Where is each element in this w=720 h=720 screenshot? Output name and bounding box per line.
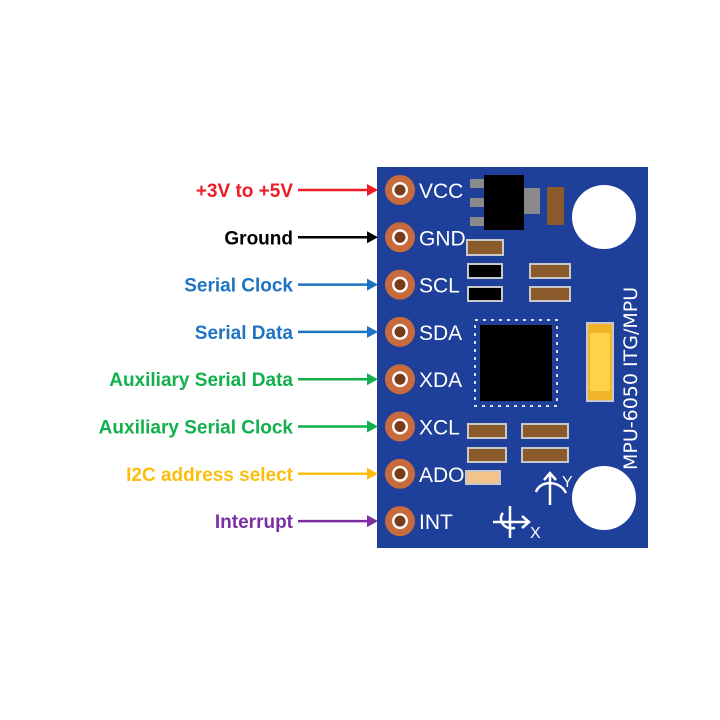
axis-x-icon [493,506,531,538]
arrow-head-ado [367,467,378,480]
pin-label-scl: Serial Clock [184,276,293,297]
pin-label-sda: Serial Data [195,323,294,344]
pin-label-ado: I2C address select [126,465,294,486]
pin-hole-ado [394,468,406,480]
pin-hole-gnd [394,231,406,243]
pin-name-int: INT [419,511,453,534]
mounting-hole-bottom [572,466,636,530]
axis-y-label: Y [562,474,573,491]
axis-y-icon [534,471,568,505]
pin-label-vcc: +3V to +5V [196,181,293,202]
smd-components [465,239,571,485]
mounting-hole-top [572,185,636,249]
arrow-head-int [367,515,378,528]
board-title: MPU-6050 ITG/MPU [620,287,642,470]
arrow-head-vcc [367,184,378,196]
pin-hole-int [394,515,406,527]
pin-hole-xcl [394,421,406,432]
pin-hole-xda [394,373,406,385]
voltage-regulator [470,175,540,230]
pin-label-xda: Auxiliary Serial Data [109,370,293,391]
pin-name-xda: XDA [419,369,462,392]
arrow-head-gnd [367,231,378,244]
arrow-head-xda [367,373,378,386]
arrow-head-xcl [367,420,378,433]
pin-name-vcc: VCC [419,180,463,203]
mpu-chip [474,319,558,407]
pin-hole-vcc [394,184,406,196]
pin-name-scl: SCL [419,275,460,298]
pin-label-gnd: Ground [224,228,293,249]
pin-hole-scl [394,279,406,291]
pin-name-xcl: XCL [419,417,460,440]
pin-name-ado: ADO [419,464,465,487]
capacitor [547,187,564,225]
pin-name-sda: SDA [419,322,462,345]
pin-label-int: Interrupt [215,512,294,533]
axis-x-label: X [530,525,541,542]
arrow-head-sda [367,325,378,338]
arrow-head-scl [367,278,378,291]
pin-name-gnd: GND [419,227,466,250]
pin-label-xcl: Auxiliary Serial Clock [99,418,294,439]
tantalum-capacitor [586,322,614,402]
pin-hole-sda [394,326,406,338]
